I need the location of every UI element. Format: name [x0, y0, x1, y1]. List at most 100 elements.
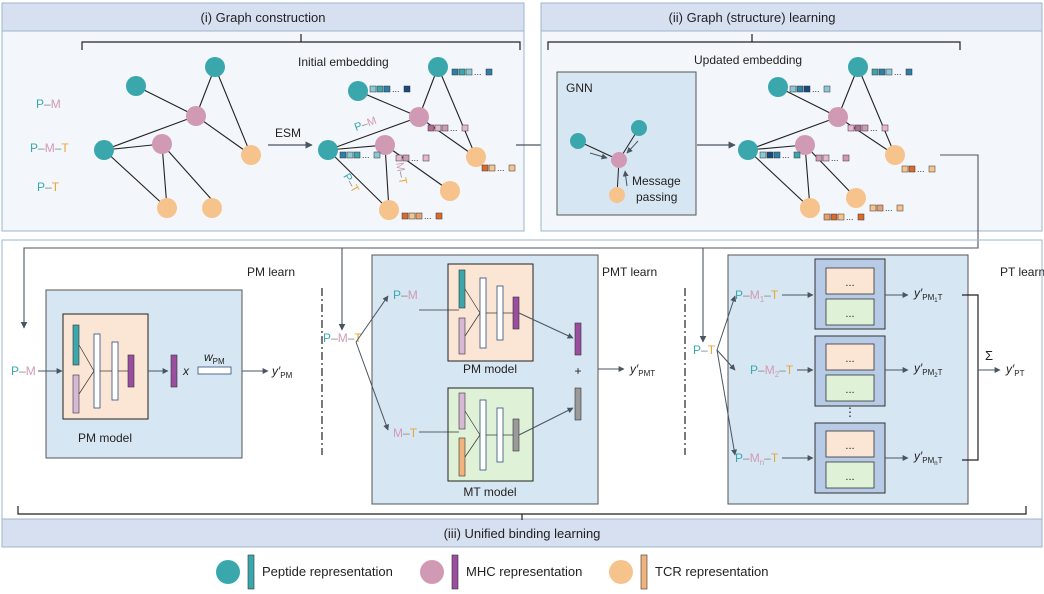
embedding-vector: ... [901, 164, 936, 174]
section1-bracket [81, 34, 521, 50]
graph2-peptide-node [348, 81, 368, 101]
legend-peptide-label: Peptide representation [262, 564, 393, 579]
graph2-mhc-node [409, 107, 429, 127]
svg-text:...: ... [831, 153, 839, 163]
message-label: Message [632, 174, 681, 188]
graph2-mhc-node [375, 135, 395, 155]
edge-label-mt: M–T [393, 161, 409, 185]
embedding-vector: ... [339, 150, 381, 160]
legend-tcr-label: TCR representation [655, 564, 768, 579]
gnn-peptide-node [631, 120, 647, 136]
y-pmnt-label: y′PMnT [913, 449, 943, 467]
dots: ... [845, 440, 854, 452]
pm-learn-label: PM learn [247, 265, 295, 279]
x-label: x [182, 364, 190, 378]
pmt-pm-output [574, 322, 582, 356]
legend-peptide-circle [216, 560, 240, 584]
pmt-pm-out-arrow [518, 312, 574, 339]
pt-split-arrow [716, 349, 738, 456]
mt-model-label: MT model [463, 485, 516, 499]
graph3-tcr-node [800, 198, 820, 218]
dots: ... [845, 471, 854, 483]
graph1-tcr-node [241, 145, 261, 165]
mt-network [419, 392, 520, 477]
graph3-tcr-node [846, 188, 866, 208]
svg-text:...: ... [782, 150, 790, 160]
graph3-peptide-node [848, 57, 868, 77]
pmt-mt-out-arrow [518, 407, 574, 436]
pm-network [72, 324, 135, 414]
graph3-mhc-node [828, 107, 848, 127]
y-pm-label: y′PM [271, 364, 293, 380]
pmt-pm-network [419, 269, 520, 355]
pmt-pm-model-label: PM model [463, 362, 517, 376]
pt-row1-mt-sub [825, 298, 875, 326]
pmt-learn-label: PMT learn [602, 265, 657, 279]
pt-split-arrow [716, 349, 736, 371]
gnn-mhc-node [611, 152, 627, 168]
y-pmt-label: y′PMT [629, 362, 655, 378]
vertical-dots: ⋮ [844, 405, 856, 419]
svg-text:...: ... [894, 67, 902, 77]
section-unified-binding: (iii) Unified binding learning PM learn … [1, 239, 1044, 548]
sum-bracket [962, 294, 979, 461]
sigma-label: Σ [985, 348, 993, 363]
pm-model-label: PM model [78, 431, 132, 445]
svg-text:...: ... [885, 203, 893, 213]
section3-bracket [17, 506, 1027, 520]
embedding-vector: ... [451, 67, 493, 77]
edge-label-pm: P–M [353, 115, 378, 134]
svg-text:...: ... [474, 67, 482, 77]
pmt-split-arrow [355, 341, 389, 431]
embedding-vector: ... [427, 123, 469, 133]
message-arrow [589, 152, 608, 160]
w-pm-vector [197, 366, 232, 375]
graph2-tcr-node [440, 181, 460, 201]
section2-bracket [547, 34, 961, 50]
pmt-mt-output [574, 387, 582, 421]
svg-text:...: ... [411, 153, 419, 163]
section2-title: (ii) Graph (structure) learning [669, 10, 836, 25]
y-pt-label: y′PT [1005, 362, 1025, 378]
dots: ... [845, 308, 854, 320]
legend-pmt-text: P–M–T [30, 141, 69, 155]
esm-label: ESM [275, 126, 301, 140]
graph1-tcr-node [202, 198, 222, 218]
graph2-tcr-node [466, 147, 486, 167]
plus-sign: + [574, 364, 581, 378]
graph2-peptide-node [318, 140, 338, 160]
legend: Peptide representation MHC representatio… [216, 554, 768, 590]
pt-split-arrow [716, 295, 737, 351]
legend-tcr-circle [609, 560, 633, 584]
embedding-vector: ... [395, 153, 430, 163]
embedding-vector: ... [823, 212, 865, 222]
section2-to-section3-connector [20, 154, 979, 329]
graph2-tcr-node [379, 200, 399, 220]
svg-text:...: ... [870, 123, 878, 133]
embedding-vector: ... [789, 84, 831, 94]
graph3-peptide-node [738, 140, 758, 160]
graph3-tcr-node [885, 145, 905, 165]
dots: ... [845, 384, 854, 396]
section1-title: (i) Graph construction [201, 10, 326, 25]
graph1-tcr-node [157, 198, 177, 218]
message-arrow [626, 140, 639, 154]
pmt-pm-label: P–M [393, 288, 418, 302]
graph3-peptide-node [768, 77, 788, 97]
pm-input-label: P–M [11, 364, 36, 378]
y-pm2t-label: y′PM2T [913, 361, 943, 379]
pt-rown-pm-sub [825, 430, 875, 458]
pmt-mt-label: M–T [393, 426, 418, 440]
graph3-mhc-node [795, 135, 815, 155]
svg-text:...: ... [497, 163, 505, 173]
updated-embedding-label: Updated embedding [694, 53, 802, 67]
gnn-label: GNN [566, 81, 593, 95]
embedding-vector: ... [759, 150, 801, 160]
passing-label: passing [636, 190, 677, 204]
svg-text:...: ... [392, 84, 400, 94]
section-graph-construction: (i) Graph construction P–M P–M–T P–T [1, 2, 525, 232]
svg-text:...: ... [917, 164, 925, 174]
pt-row1-label: P–M1–T [735, 288, 779, 304]
pmt-split-arrow [355, 295, 389, 343]
